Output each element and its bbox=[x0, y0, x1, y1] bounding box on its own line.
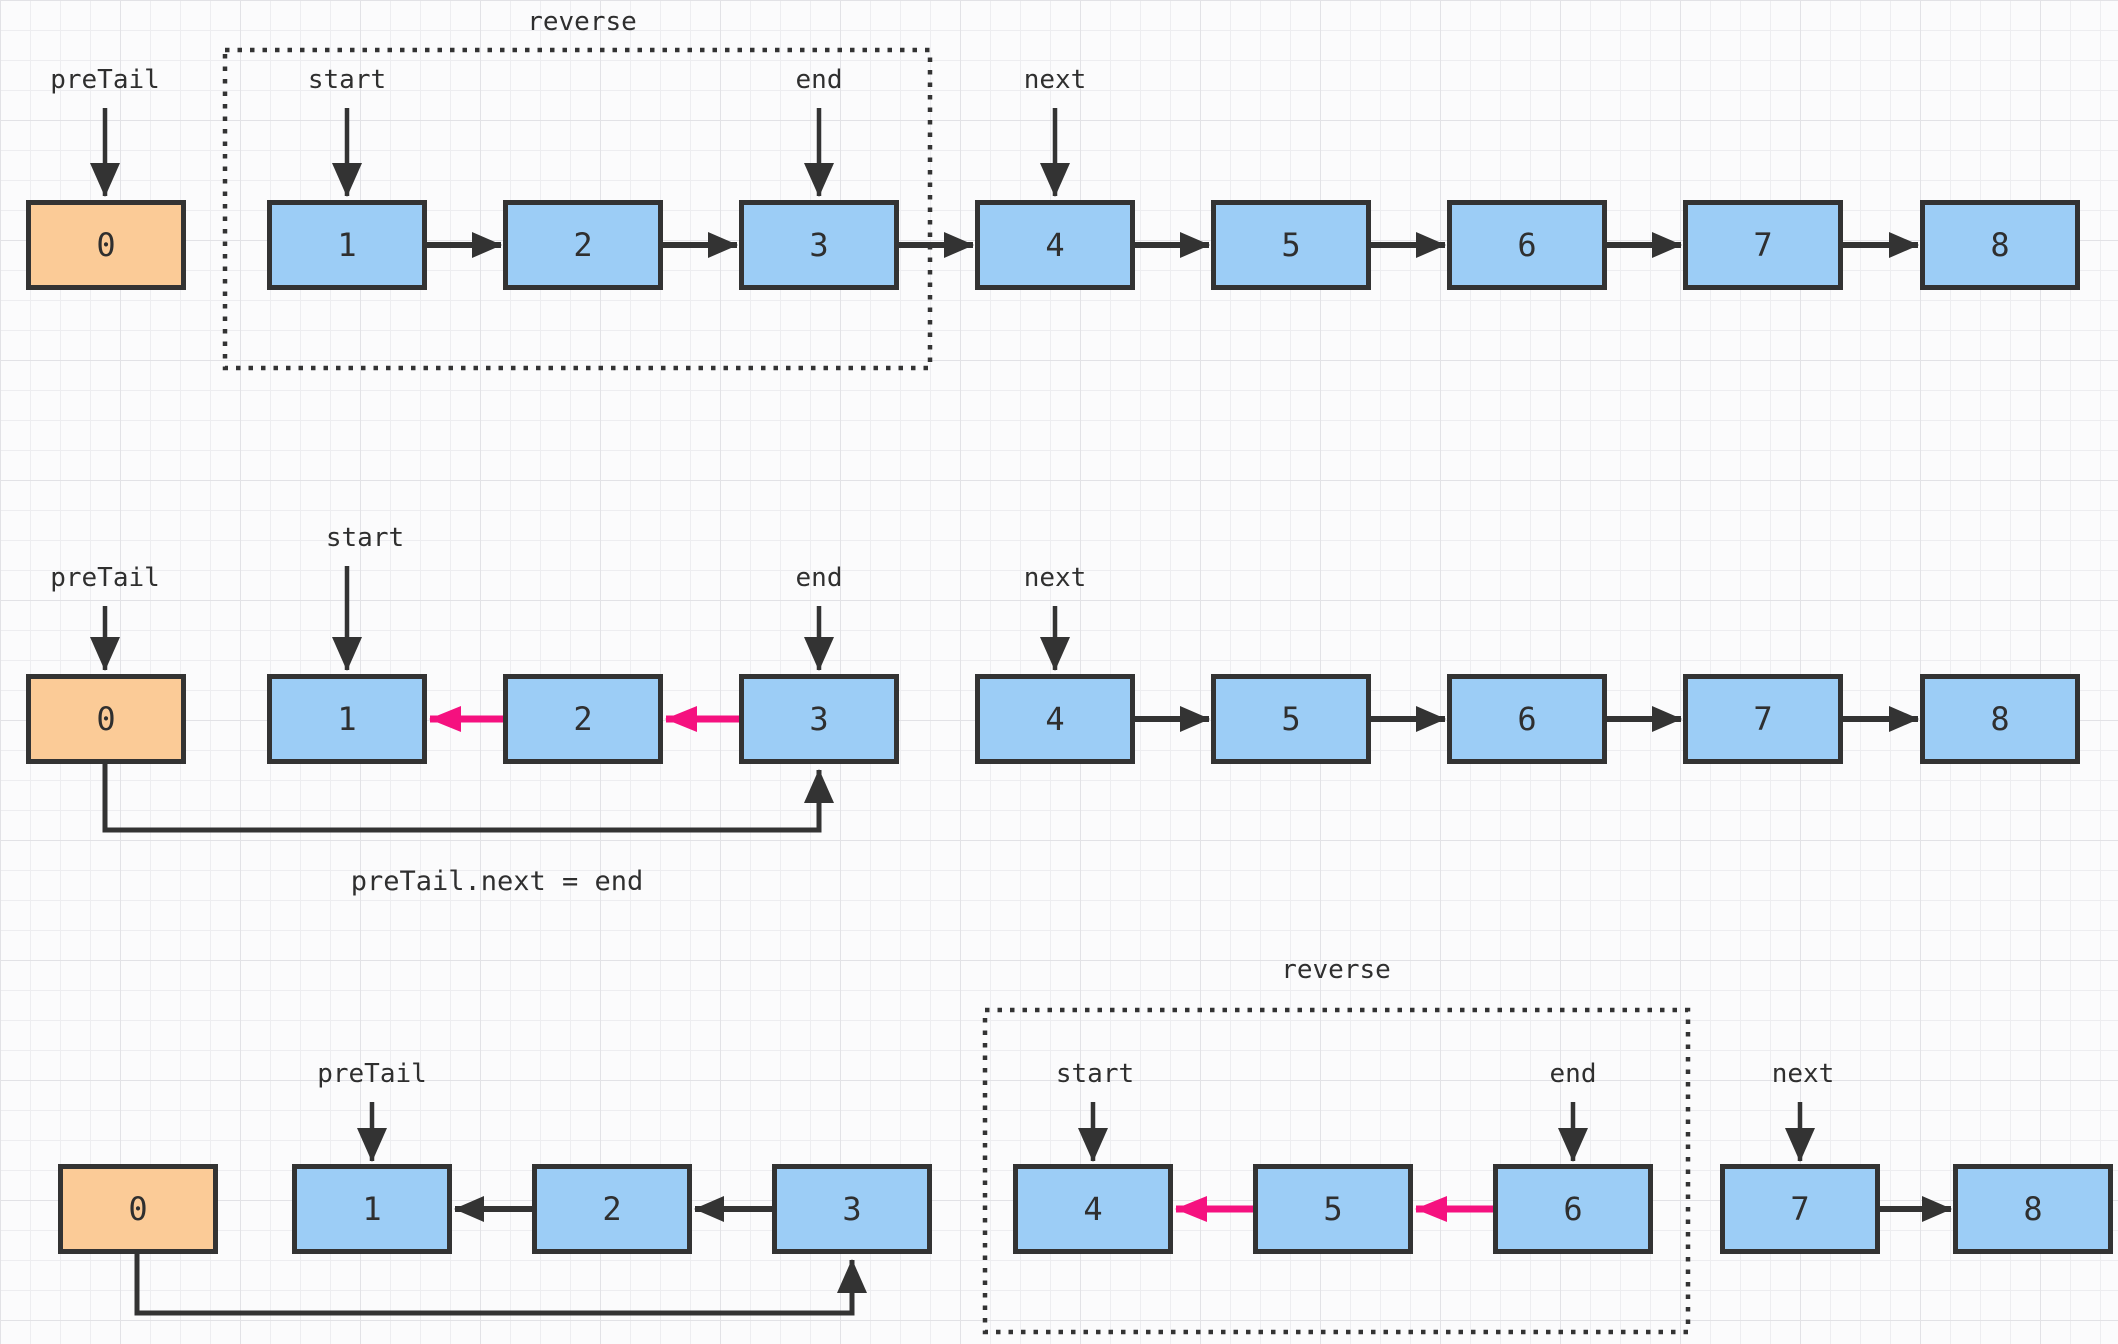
row1-node-6: 6 bbox=[1447, 200, 1607, 290]
row1-node-8: 8 bbox=[1920, 200, 2080, 290]
row3-node-2: 2 bbox=[532, 1164, 692, 1254]
row2-end-label: end bbox=[795, 563, 843, 593]
row1-pretail-label: preTail bbox=[50, 65, 160, 95]
row2-next-label: next bbox=[1023, 563, 1087, 593]
row2-node-4: 4 bbox=[975, 674, 1135, 764]
row2-pretail-next-elbow-connector bbox=[102, 762, 834, 833]
row1-start-label: start bbox=[307, 65, 387, 95]
row1-next-label: next bbox=[1023, 65, 1087, 95]
row2-node-8: 8 bbox=[1920, 674, 2080, 764]
row3-node-7: 7 bbox=[1720, 1164, 1880, 1254]
row3-next-label: next bbox=[1771, 1059, 1835, 1089]
row3-end-label: end bbox=[1549, 1059, 1597, 1089]
row1-node-5: 5 bbox=[1211, 200, 1371, 290]
row1-end-label: end bbox=[795, 65, 843, 95]
row2-start-label: start bbox=[325, 523, 405, 553]
row1-node-4: 4 bbox=[975, 200, 1135, 290]
row2-node-0-dummy: 0 bbox=[26, 674, 186, 764]
row1-node-1: 1 bbox=[267, 200, 427, 290]
row3-reverse-group-label: reverse bbox=[1281, 955, 1391, 985]
row2-node-2: 2 bbox=[503, 674, 663, 764]
row3-node-1: 1 bbox=[292, 1164, 452, 1254]
row1-node-2: 2 bbox=[503, 200, 663, 290]
row2-node-5: 5 bbox=[1211, 674, 1371, 764]
row3-node-4: 4 bbox=[1013, 1164, 1173, 1254]
row2-node-6: 6 bbox=[1447, 674, 1607, 764]
row2-node-3: 3 bbox=[739, 674, 899, 764]
row3-node-3: 3 bbox=[772, 1164, 932, 1254]
row3-pretail-next-elbow-connector bbox=[134, 1252, 867, 1316]
row3-pretail-label: preTail bbox=[317, 1059, 427, 1089]
row2-pretail-label: preTail bbox=[50, 563, 160, 593]
row3-node-8: 8 bbox=[1953, 1164, 2113, 1254]
row2-node-1: 1 bbox=[267, 674, 427, 764]
row3-node-6: 6 bbox=[1493, 1164, 1653, 1254]
row1-node-0-dummy: 0 bbox=[26, 200, 186, 290]
row3-node-0-dummy: 0 bbox=[58, 1164, 218, 1254]
row1-reverse-group-label: reverse bbox=[527, 7, 637, 37]
row2-assignment-caption: preTail.next = end bbox=[350, 866, 644, 897]
row3-start-label: start bbox=[1055, 1059, 1135, 1089]
row1-node-3: 3 bbox=[739, 200, 899, 290]
row2-node-7: 7 bbox=[1683, 674, 1843, 764]
row1-node-7: 7 bbox=[1683, 200, 1843, 290]
row3-node-5: 5 bbox=[1253, 1164, 1413, 1254]
